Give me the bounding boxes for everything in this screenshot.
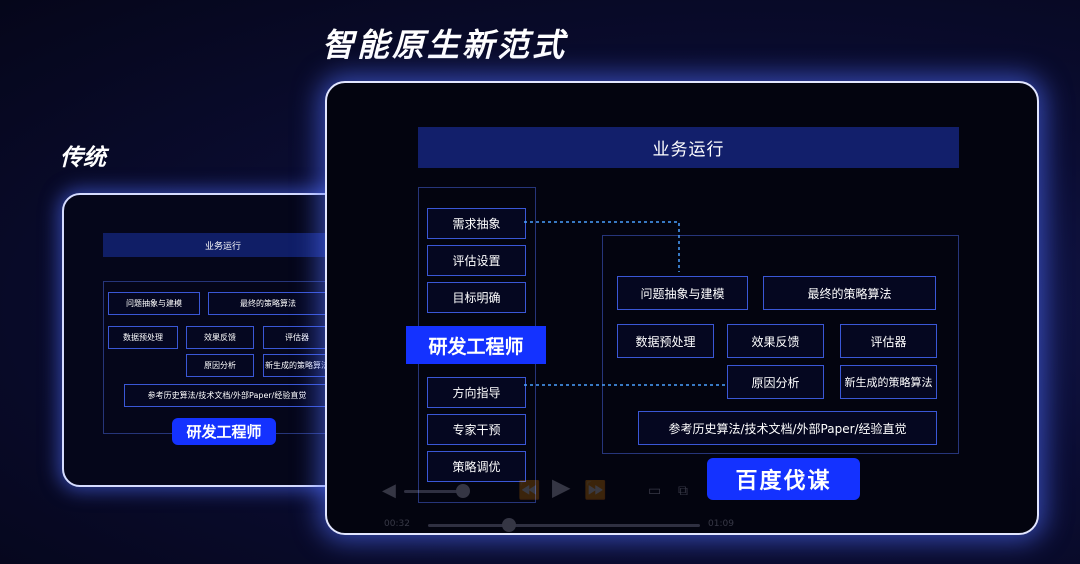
traditional-problem-box: 问题抽象与建模 <box>108 292 200 315</box>
baidu-famou-badge: 百度伐谋 <box>707 458 860 500</box>
native-preprocess-box: 数据预处理 <box>617 324 714 358</box>
native-business-bar: 业务运行 <box>418 127 959 168</box>
column-item-direction: 方向指导 <box>427 377 526 408</box>
column-item-goal: 目标明确 <box>427 282 526 313</box>
column-item-requirement: 需求抽象 <box>427 208 526 239</box>
traditional-final-algo-box: 最终的策略算法 <box>208 292 328 315</box>
traditional-engineer-badge: 研发工程师 <box>172 418 276 445</box>
pip-icon[interactable]: ⧉ <box>678 483 688 499</box>
heading-traditional: 传统 <box>60 145 106 171</box>
traditional-feedback-box: 效果反馈 <box>186 326 254 349</box>
column-item-evaluation: 评估设置 <box>427 245 526 276</box>
volume-slider[interactable] <box>404 490 466 493</box>
native-final-algo-box: 最终的策略算法 <box>763 276 936 310</box>
airplay-icon[interactable]: ▭ <box>648 483 662 499</box>
native-reference-box: 参考历史算法/技术文档/外部Paper/经验直觉 <box>638 411 937 445</box>
traditional-cause-box: 原因分析 <box>186 354 254 377</box>
native-new-algo-box: 新生成的策略算法 <box>840 365 937 399</box>
native-feedback-box: 效果反馈 <box>727 324 824 358</box>
fast-forward-icon[interactable]: ⏩ <box>584 480 607 501</box>
rewind-icon[interactable]: ⏪ <box>518 480 541 501</box>
native-engineer-badge: 研发工程师 <box>406 326 546 364</box>
traditional-evaluator-box: 评估器 <box>263 326 331 349</box>
play-icon[interactable]: ▶ <box>552 473 571 501</box>
traditional-reference-box: 参考历史算法/技术文档/外部Paper/经验直觉 <box>124 384 330 407</box>
heading-native-paradigm: 智能原生新范式 <box>322 26 568 64</box>
traditional-preprocess-box: 数据预处理 <box>108 326 178 349</box>
native-cause-box: 原因分析 <box>727 365 824 399</box>
progress-bar[interactable] <box>428 524 700 527</box>
native-evaluator-box: 评估器 <box>840 324 937 358</box>
agent-area-frame <box>602 235 959 454</box>
media-player-overlay[interactable]: ◀ ⏪ ▶ ⏩ ▭ ⧉ 00:32 01:09 <box>372 466 748 546</box>
traditional-business-bar: 业务运行 <box>103 233 343 257</box>
column-item-expert: 专家干预 <box>427 414 526 445</box>
volume-icon[interactable]: ◀ <box>382 480 396 501</box>
traditional-new-algo-box: 新生成的策略算法 <box>263 354 331 377</box>
progress-bar-handle[interactable] <box>502 518 516 532</box>
current-time: 00:32 <box>384 519 410 529</box>
volume-slider-handle[interactable] <box>456 484 470 498</box>
native-problem-box: 问题抽象与建模 <box>617 276 748 310</box>
total-time: 01:09 <box>708 519 734 529</box>
column-item-tuning: 策略调优 <box>427 451 526 482</box>
